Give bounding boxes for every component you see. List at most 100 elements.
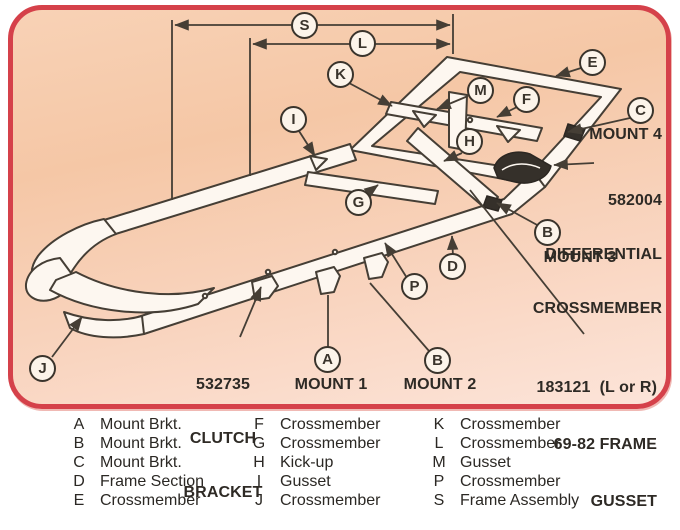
legend-label: Frame Section <box>100 473 205 491</box>
gusset-line3: GUSSET <box>590 493 657 510</box>
gusset-part-number: 183121 (L or R) <box>536 379 657 396</box>
legend-column-3: K Crossmember L Crossmember M Gusset P Cross… <box>426 415 579 511</box>
diff-highlight <box>501 163 541 171</box>
legend-label: Crossmember <box>280 434 381 452</box>
leader-p <box>384 242 408 279</box>
legend-item-i: I Gusset <box>246 473 380 492</box>
leader-clutch <box>239 286 262 338</box>
front-crossmember-j <box>49 271 215 314</box>
legend-label: Kick-up <box>280 453 334 471</box>
callout-h-circle: H <box>456 128 483 155</box>
leader-frame-gusset <box>469 189 585 335</box>
leader-i <box>298 130 316 157</box>
legend-item-p: P Crossmember <box>426 473 579 492</box>
legend-letter: K <box>433 415 445 433</box>
leader-diff-part <box>553 158 595 170</box>
frame-diagram-svg <box>24 14 631 358</box>
mount1-bracket-shape <box>315 266 341 295</box>
leader-e <box>555 66 582 78</box>
diff-line2: DIFFERENTIAL <box>545 246 662 263</box>
callout-g-circle: G <box>345 189 372 216</box>
legend-label: Crossmember <box>460 473 561 491</box>
legend-item-d: D Frame Section <box>66 473 204 492</box>
legend-item-m: M Gusset <box>426 453 579 472</box>
clutch-line3: BRACKET <box>183 484 263 501</box>
gusset-line2: 69-82 FRAME <box>553 436 657 453</box>
legend-label: Gusset <box>460 453 511 471</box>
callout-j-circle: J <box>29 355 56 382</box>
legend-item-l: L Crossmember <box>426 434 579 453</box>
legend-letter: C <box>73 453 85 471</box>
front-rail-hook <box>63 311 145 339</box>
legend-item-c: C Mount Brkt. <box>66 453 204 472</box>
legend-item-h: H Kick-up <box>246 453 380 472</box>
callout-i-circle: I <box>280 106 307 133</box>
legend-label: Crossmember <box>460 415 561 433</box>
callout-f-circle: F <box>513 86 540 113</box>
clutch-bracket-label: 532735 CLUTCH BRACKET <box>171 340 275 520</box>
mount2-label: MOUNT 2 <box>403 376 477 393</box>
legend-letter: M <box>432 453 446 471</box>
legend-label: Crossmember <box>280 492 381 510</box>
legend-item-e: E Crossmember <box>66 492 204 511</box>
callout-s-circle: S <box>291 12 318 39</box>
callout-c-circle: C <box>627 97 654 124</box>
legend-letter: D <box>73 473 85 491</box>
mount1-label: MOUNT 1 <box>294 376 368 393</box>
callout-m-circle: M <box>467 77 494 104</box>
legend-label: Crossmember <box>280 415 381 433</box>
legend-label: Gusset <box>280 473 331 491</box>
leader-lines <box>51 66 631 358</box>
legend-letter: J <box>255 492 263 510</box>
leader-b-mount2 <box>369 282 430 352</box>
legend-letter: E <box>73 492 85 510</box>
leader-m <box>436 95 469 110</box>
legend-label: Mount Brkt. <box>100 434 182 452</box>
mount4-label: MOUNT 4 <box>589 126 662 143</box>
callout-b-mount2-circle: B <box>424 347 451 374</box>
gusset-m <box>412 110 437 128</box>
diff-line3: CROSSMEMBER <box>532 300 662 317</box>
diff-part-number: 582004 <box>608 192 662 209</box>
legend-item-j: J Crossmember <box>246 492 380 511</box>
mount2-bracket-shape <box>363 252 389 280</box>
legend-item-b: B Mount Brkt. <box>66 434 204 453</box>
callout-k-circle: K <box>327 61 354 88</box>
leader-d <box>447 235 459 257</box>
callout-p-circle: P <box>401 273 428 300</box>
callout-a-circle: A <box>314 346 341 373</box>
leader-c <box>567 117 631 135</box>
legend-letter: L <box>434 434 444 452</box>
legend-label: Mount Brkt. <box>100 453 182 471</box>
callout-l-circle: L <box>349 30 376 57</box>
legend-label: Frame Assembly <box>460 492 580 510</box>
legend-letter: G <box>252 434 266 452</box>
frame-gusset-label: 183121 (L or R) 69-82 FRAME GUSSET <box>505 340 657 530</box>
leader-j <box>51 316 83 358</box>
leader-k <box>348 82 393 107</box>
differential-crossmember-label: 582004 DIFFERENTIAL CROSSMEMBER <box>500 156 662 336</box>
callout-b-mount3-circle: B <box>534 219 561 246</box>
leader-b-mount3 <box>496 202 540 227</box>
legend-label: Crossmember <box>460 434 561 452</box>
legend-label: Crossmember <box>100 492 201 510</box>
differential-crossmember-shape <box>493 151 552 184</box>
callout-d-circle: D <box>439 253 466 280</box>
legend-letter: I <box>256 473 262 491</box>
legend-letter: S <box>433 492 445 510</box>
legend-label: Mount Brkt. <box>100 415 182 433</box>
legend-letter: H <box>253 453 265 471</box>
legend-letter: P <box>433 473 445 491</box>
leader-f <box>496 105 518 118</box>
legend-letter: B <box>73 434 85 452</box>
gusset-m2 <box>496 125 521 143</box>
mount3-label: MOUNT 3 <box>543 249 617 266</box>
clutch-part-number: 532735 <box>196 376 250 393</box>
legend-item-s: S Frame Assembly <box>426 492 579 511</box>
gusset-i <box>309 155 328 171</box>
